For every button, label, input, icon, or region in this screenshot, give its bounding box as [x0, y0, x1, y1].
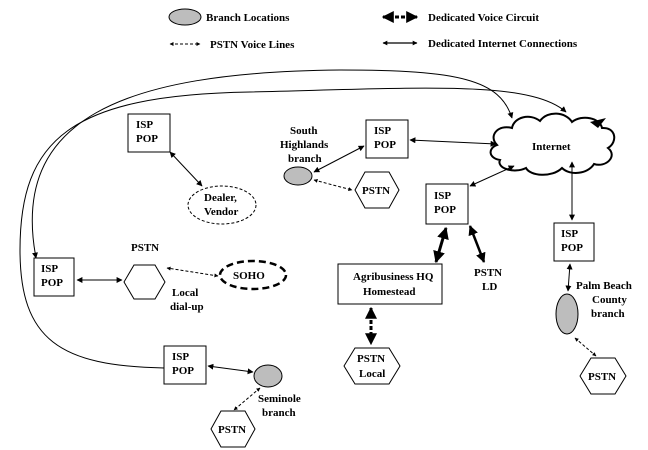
svg-text:branch: branch [591, 308, 625, 320]
link-left-pop-internet [31, 69, 514, 259]
legend: Branch Locations PSTN Voice Lines Dedica… [168, 8, 578, 51]
connections [76, 137, 597, 411]
link-topleft-pop-dealer [169, 151, 203, 187]
svg-text:PSTN: PSTN [588, 371, 616, 383]
link-hq-pop-internet [469, 165, 515, 187]
svg-text:PSTN: PSTN [362, 185, 390, 197]
link-palm-pstn [574, 337, 597, 357]
svg-text:ISP: ISP [374, 125, 391, 137]
isp-pop-topleft: ISP POP [127, 113, 171, 153]
legend-voice-circuit-label: Dedicated Voice Circuit [428, 12, 539, 24]
svg-text:POP: POP [561, 242, 583, 254]
legend-internet-label: Dedicated Internet Connections [428, 38, 578, 50]
internet-label: Internet [532, 141, 571, 153]
pstn-hex-palm: PSTN [579, 357, 627, 395]
svg-text:PSTN: PSTN [357, 353, 385, 365]
seminole-branch: Seminole branch [253, 364, 301, 419]
svg-text:POP: POP [172, 365, 194, 377]
dealer-vendor: Dealer, Vendor [187, 185, 257, 225]
svg-text:Homestead: Homestead [363, 286, 416, 298]
svg-text:ISP: ISP [561, 228, 578, 240]
link-center-pop-internet [409, 137, 497, 147]
svg-text:ISP: ISP [434, 190, 451, 202]
svg-text:PSTN: PSTN [131, 242, 159, 254]
legend-branch-icon [168, 8, 202, 26]
isp-pop-bottom: ISP POP [163, 345, 207, 385]
local-dialup-label-2: dial-up [170, 301, 204, 313]
link-seminole-pstn [233, 387, 261, 411]
link-right-pop-palm [565, 263, 573, 292]
svg-text:Palm Beach: Palm Beach [576, 280, 632, 292]
link-hq-to-pop [433, 226, 449, 264]
svg-text:Seminole: Seminole [258, 393, 301, 405]
pstn-hex-seminole: PSTN [210, 410, 256, 448]
cloud-shape [489, 112, 616, 176]
agribusiness-hq: Agribusiness HQ Homestead [337, 263, 443, 305]
pstn-hex-left: PSTN [123, 242, 166, 300]
link-south-highlands-pop [313, 145, 365, 173]
legend-pstn-label: PSTN Voice Lines [210, 39, 295, 51]
svg-text:SOHO: SOHO [233, 270, 265, 282]
svg-text:Dealer,: Dealer, [204, 192, 237, 204]
link-pop-to-pstn-ld [468, 225, 486, 263]
svg-text:ISP: ISP [41, 263, 58, 275]
svg-text:Local: Local [359, 368, 385, 380]
pstn-hex-local: PSTN Local [343, 347, 401, 385]
svg-text:County: County [592, 294, 627, 306]
pstn-ld-label-2: LD [482, 281, 497, 293]
link-bottom-pop-seminole [207, 363, 254, 375]
svg-text:Agribusiness HQ: Agribusiness HQ [353, 271, 434, 283]
long-internet-links [19, 69, 567, 369]
svg-text:POP: POP [434, 204, 456, 216]
pstn-ld-label: PSTN [474, 267, 502, 279]
local-dialup-label: Local [172, 287, 198, 299]
svg-text:Vendor: Vendor [204, 206, 239, 218]
svg-text:Highlands: Highlands [280, 139, 329, 151]
south-highlands-branch: South Highlands branch [280, 125, 329, 186]
link-south-highlands-pstn [313, 178, 353, 192]
link-bottom-pop-internet [19, 87, 567, 369]
link-soho-pstn [166, 266, 219, 278]
svg-text:ISP: ISP [172, 351, 189, 363]
isp-pop-left: ISP POP [33, 257, 75, 297]
legend-branch-label: Branch Locations [206, 12, 290, 24]
svg-text:branch: branch [262, 407, 296, 419]
svg-text:branch: branch [288, 153, 322, 165]
svg-text:PSTN: PSTN [218, 424, 246, 436]
svg-text:POP: POP [41, 277, 63, 289]
soho: SOHO [218, 259, 288, 291]
svg-text:POP: POP [374, 139, 396, 151]
svg-text:POP: POP [136, 133, 158, 145]
svg-text:South: South [290, 125, 318, 137]
pstn-hex-south: PSTN [354, 171, 400, 209]
palm-beach-branch: Palm Beach County branch [555, 280, 632, 335]
internet-cloud: Internet [489, 112, 616, 176]
isp-pop-center: ISP POP [365, 119, 409, 159]
svg-text:ISP: ISP [136, 119, 153, 131]
isp-pop-hq: ISP POP [425, 183, 469, 225]
isp-pop-right: ISP POP [553, 222, 595, 262]
